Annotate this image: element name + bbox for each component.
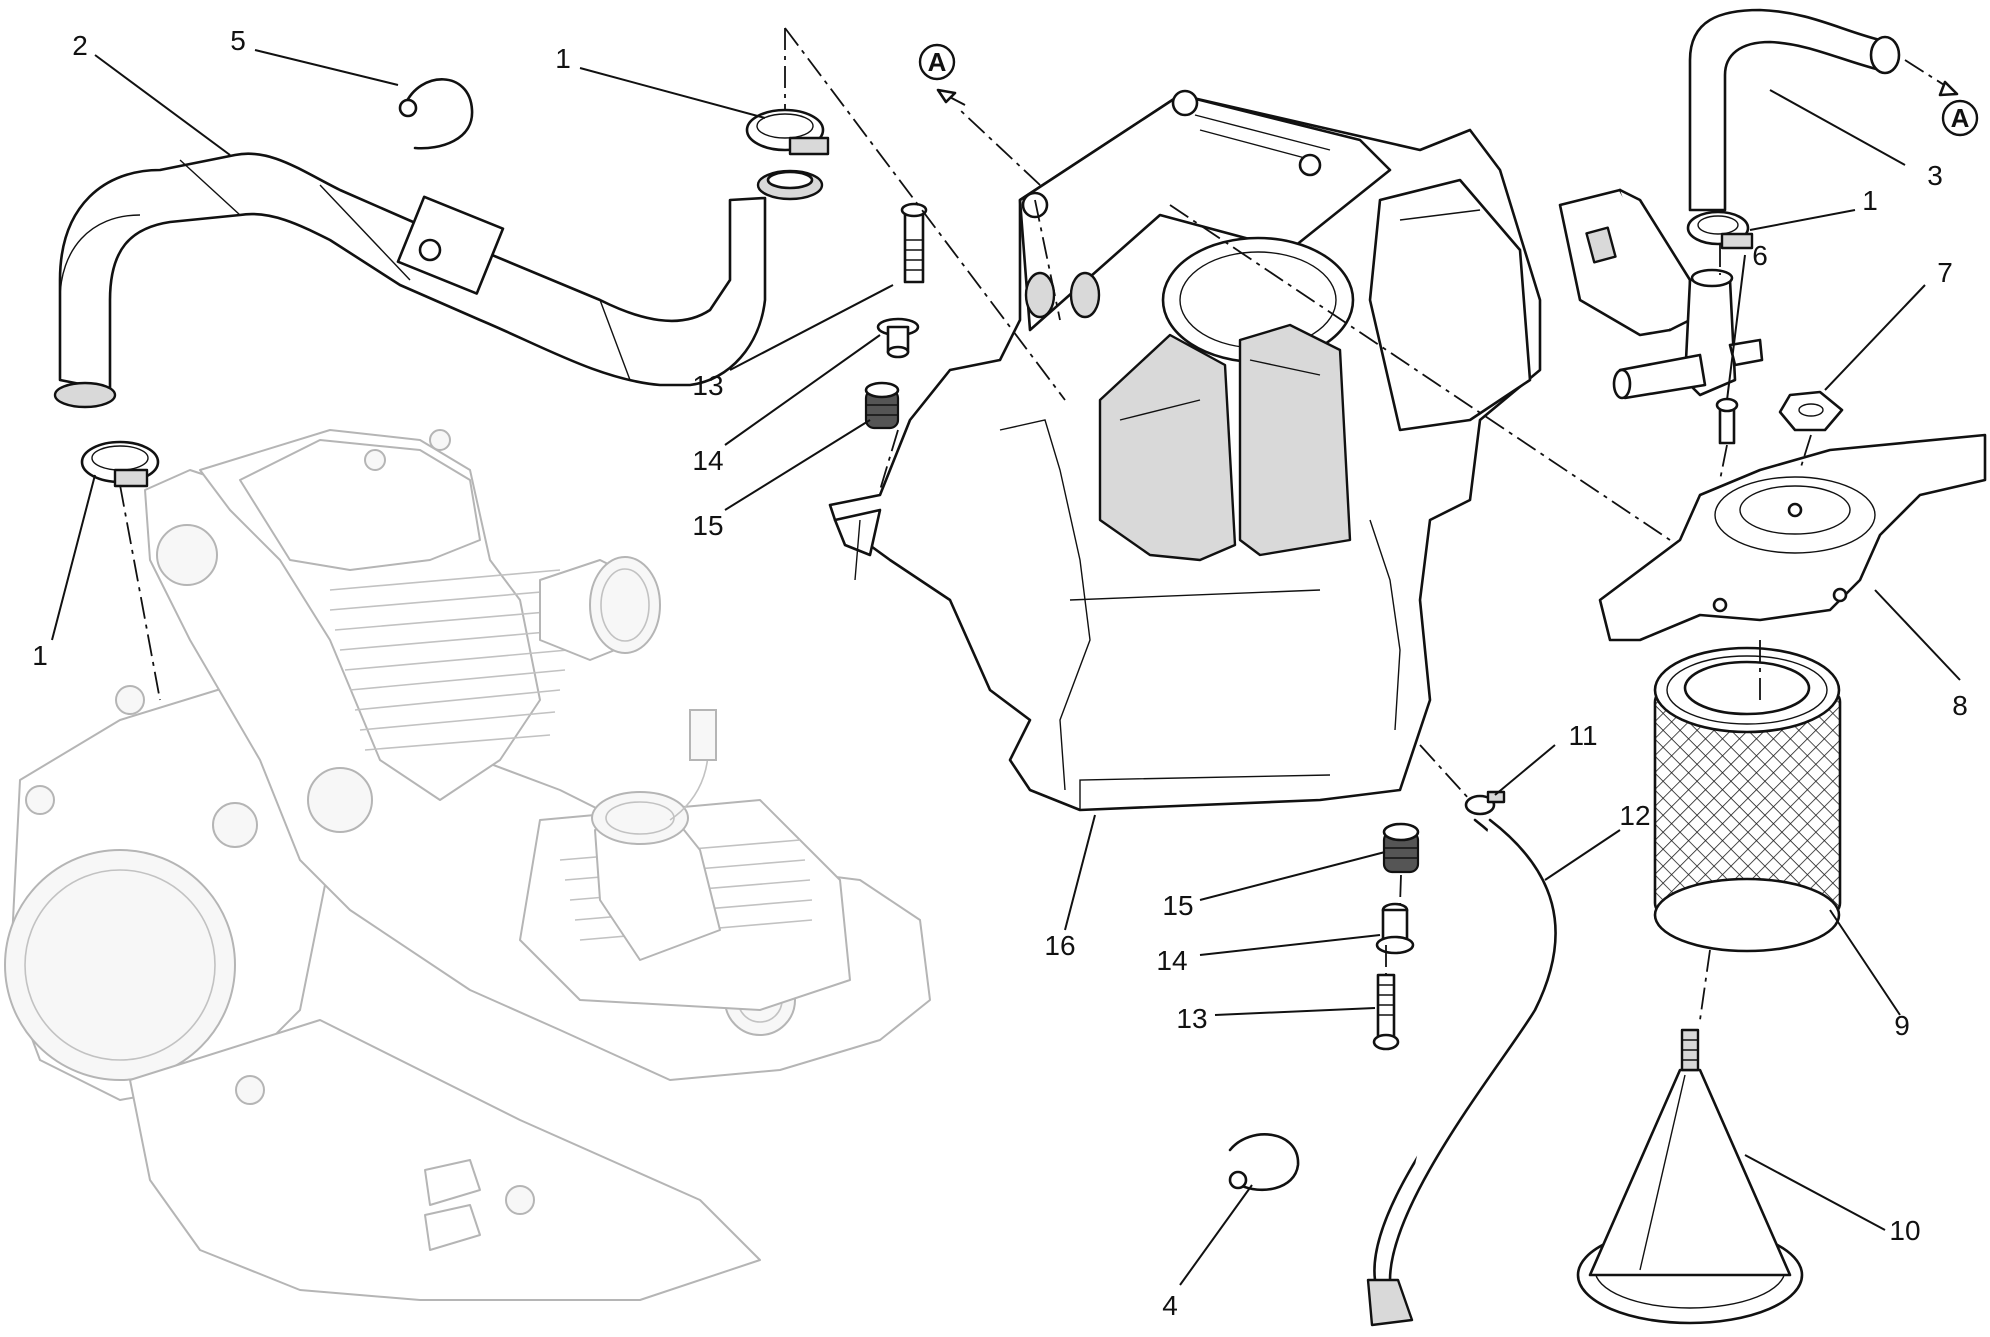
- drain-tube: [1366, 818, 1557, 1327]
- callout-11: 11: [1568, 720, 1597, 751]
- callout-4: 4: [1162, 1290, 1178, 1321]
- callout-15-bottom: 15: [1162, 890, 1193, 921]
- hose-clamp-top: [745, 108, 830, 156]
- hose-clamp-left: [80, 440, 160, 488]
- callout-1-left: 1: [32, 640, 48, 671]
- screw-cover: [1715, 397, 1739, 445]
- callout-12: 12: [1619, 800, 1650, 831]
- airbox-cover: [1598, 433, 1987, 642]
- callout-8: 8: [1952, 690, 1968, 721]
- callout-3: 3: [1927, 160, 1943, 191]
- vent-hose: [1688, 8, 1901, 212]
- callout-10: 10: [1889, 1215, 1920, 1246]
- callout-2: 2: [72, 30, 88, 61]
- leader-lines: [51, 49, 1961, 1286]
- nut-cover: [1778, 390, 1844, 432]
- reference-a-right-label: A: [1951, 103, 1970, 133]
- callout-1-right: 1: [1862, 185, 1878, 216]
- reference-marker-a-right: A: [1938, 80, 1979, 137]
- filter-support-cone: [1576, 1028, 1804, 1325]
- spring-clip-top: [398, 78, 474, 150]
- airbox: [828, 89, 1542, 812]
- callout-1-top: 1: [555, 43, 571, 74]
- cylinder-fins: [329, 569, 571, 751]
- air-filter: [1653, 646, 1842, 953]
- screw-bottom: [1372, 973, 1400, 1051]
- drain-clip: [1464, 790, 1506, 816]
- spring-clip-bottom: [1228, 1133, 1300, 1192]
- grommet-top: [864, 381, 900, 430]
- callout-9: 9: [1894, 1010, 1910, 1041]
- callout-13-bottom: 13: [1176, 1003, 1207, 1034]
- callout-15-top: 15: [692, 510, 723, 541]
- engine-block-background: [4, 429, 931, 1301]
- callout-14-bottom: 14: [1156, 945, 1187, 976]
- callout-16: 16: [1044, 930, 1075, 961]
- callout-5: 5: [230, 25, 246, 56]
- callout-labels: 2 5 1 1 3 1 13 14 15 6 7 8 9 10 11 12 15…: [32, 25, 1968, 1321]
- callout-6: 6: [1752, 240, 1768, 271]
- hose-clamp-right: [1686, 210, 1754, 250]
- bushing-top: [876, 317, 920, 359]
- grommet-bottom: [1382, 822, 1420, 874]
- breather-hose: [53, 152, 824, 409]
- callout-14-top: 14: [692, 445, 723, 476]
- solenoid-valve: [1558, 188, 1764, 400]
- callout-7: 7: [1937, 257, 1953, 288]
- callout-13-top: 13: [692, 370, 723, 401]
- assembly-centerlines: [119, 27, 1953, 1021]
- reference-marker-a-left: A: [918, 43, 966, 106]
- reference-a-left-label: A: [928, 47, 947, 77]
- bushing-bottom: [1375, 902, 1415, 955]
- screw-top: [900, 202, 928, 284]
